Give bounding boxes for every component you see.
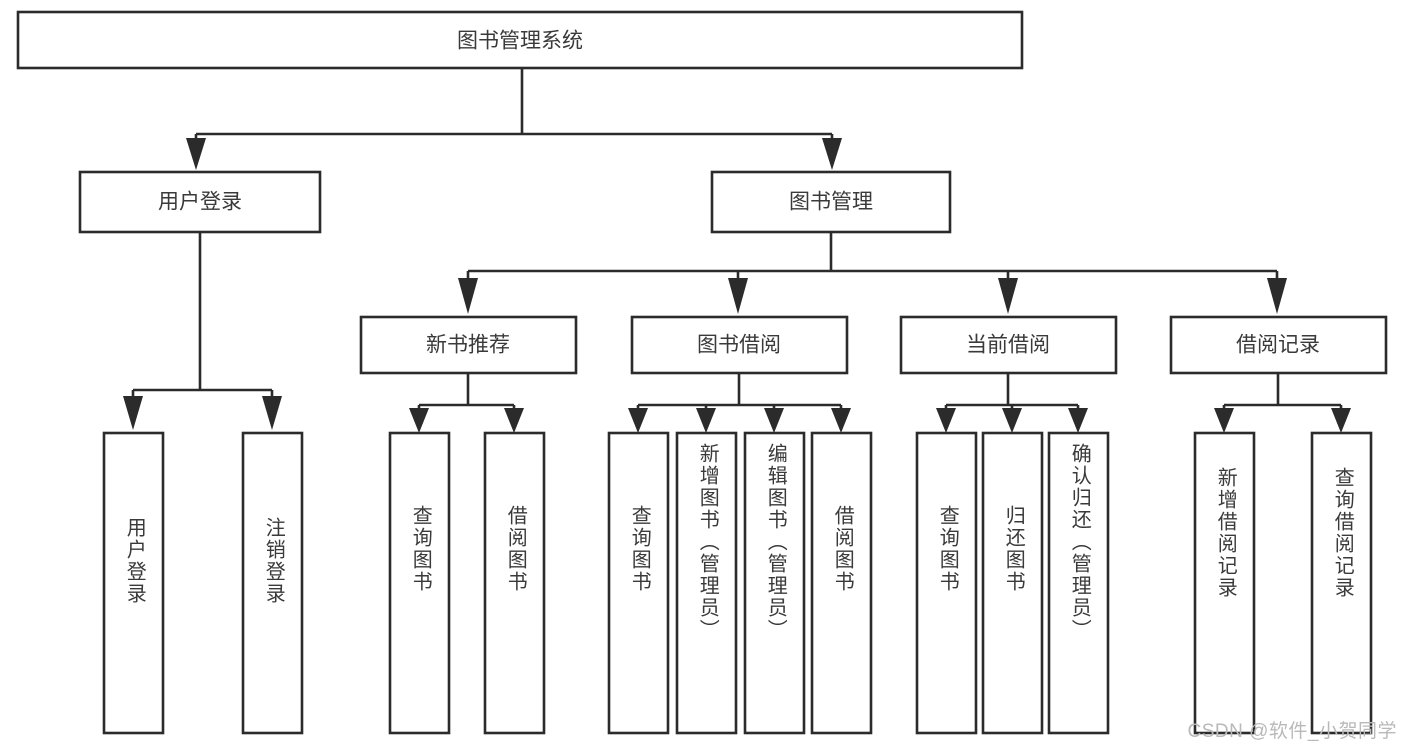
arrow-to-current-borrow [998, 278, 1018, 314]
leaf-borrow-book-2-box[interactable] [810, 431, 873, 735]
leaf-borrow-book-1-box[interactable] [483, 431, 546, 735]
arrow-to-leaf-edit-book [764, 408, 784, 433]
arrow-to-leaf-borrow-book-1 [504, 408, 524, 433]
leaf-query-record-box[interactable] [1310, 431, 1373, 735]
arrow-to-leaf-add-record [1214, 408, 1234, 433]
leaf-query-book-1-box[interactable] [388, 431, 451, 735]
arrow-to-leaf-borrow-book-2 [831, 408, 851, 433]
leaf-confirm-return-box[interactable] [1047, 431, 1110, 735]
arrow-to-leaf-query-book-2 [628, 408, 648, 433]
node-user-login-label: 用户登录 [158, 191, 242, 214]
node-book-borrow-box[interactable] [630, 315, 849, 375]
leaf-query-book-2-box[interactable] [607, 431, 670, 735]
node-book-manage-label: 图书管理 [789, 191, 873, 214]
arrow-to-leaf-return-book [1002, 408, 1022, 433]
node-borrow-record-label: 借阅记录 [1236, 334, 1320, 357]
node-book-borrow-label: 图书借阅 [697, 334, 781, 357]
arrow-to-leaf-add-book [696, 408, 716, 433]
node-borrow-record-box[interactable] [1169, 315, 1388, 375]
leaf-return-book-box[interactable] [981, 431, 1044, 735]
arrow-to-new-book-rec [458, 278, 478, 314]
node-new-book-rec-box[interactable] [359, 315, 578, 375]
leaf-user-login-box[interactable] [102, 431, 165, 735]
node-current-borrow-box[interactable] [899, 315, 1118, 375]
arrow-to-user-login [186, 138, 206, 170]
arrow-to-book-borrow [728, 278, 748, 314]
leaf-add-book-box[interactable] [675, 431, 738, 735]
csdn-watermark: CSDN @软件_小贺同学 [1187, 721, 1397, 742]
arrow-to-leaf-user-login [123, 396, 143, 430]
arrow-to-leaf-query-book-3 [936, 408, 956, 433]
node-root-box[interactable] [16, 10, 1024, 70]
node-new-book-rec-label: 新书推荐 [426, 334, 510, 357]
leaf-add-record-box[interactable] [1193, 431, 1256, 735]
arrow-to-leaf-query-record [1331, 408, 1351, 433]
leaf-edit-book-box[interactable] [743, 431, 806, 735]
arrow-to-borrow-record [1267, 278, 1287, 314]
arrow-to-leaf-query-book-1 [409, 408, 429, 433]
arrow-to-leaf-logout [262, 396, 282, 430]
node-current-borrow-label: 当前借阅 [966, 334, 1050, 357]
node-root-label: 图书管理系统 [457, 30, 583, 53]
arrow-to-leaf-confirm-return [1068, 408, 1088, 433]
leaf-logout-box[interactable] [241, 431, 304, 735]
node-book-manage-box[interactable] [710, 170, 952, 234]
arrow-to-book-manage [822, 138, 842, 170]
leaf-query-book-3-box[interactable] [915, 431, 978, 735]
